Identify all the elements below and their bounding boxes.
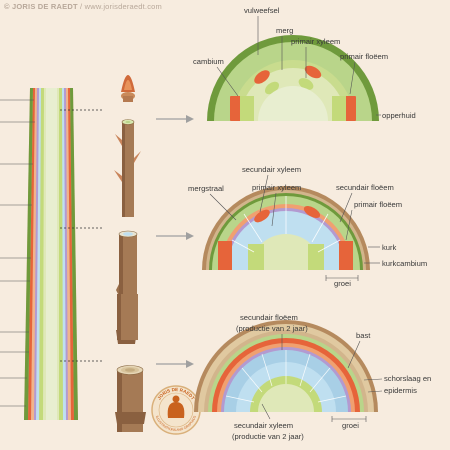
strip-section-markers <box>60 109 104 362</box>
credit-line: © JORIS DE RAEDT / www.jorisderaedt.com <box>4 2 162 11</box>
longitudinal-section <box>24 88 78 420</box>
secondary-leaders <box>209 174 380 281</box>
mature-leaders <box>261 334 383 422</box>
strip-leader-lines <box>0 99 35 407</box>
primary-cross-section <box>207 35 379 121</box>
label-primair-floeem: primair floëem <box>340 52 388 61</box>
primary-leaders <box>216 16 381 116</box>
label-opperhuid: opperhuid <box>382 111 416 120</box>
phloem-bundle-upper-right <box>304 65 322 79</box>
phloem-bundle-right <box>339 241 353 270</box>
label-secundair-xyleem: secundair xyleem <box>242 165 301 174</box>
label-productie-floeem: (productie van 2 jaar) <box>236 324 308 333</box>
label-merg: merg <box>276 26 293 35</box>
credit-site: / www.jorisderaedt.com <box>77 2 162 11</box>
label-mergstraal: mergstraal <box>188 184 224 193</box>
label-vulweefsel: vulweefsel <box>244 6 280 15</box>
mature-labels: secundair floëem (productie van 2 jaar) … <box>232 313 431 441</box>
joris-stamp: JORIS DE RAEDT ILLUSTRATIONS AND GRAPHIC… <box>151 385 201 435</box>
label-primair-xyleem: primair xyleem <box>252 183 301 192</box>
label-productie-xyleem: (productie van 2 jaar) <box>232 432 304 441</box>
label-primair-xyleem: primair xyleem <box>291 37 340 46</box>
secondary-cross-section <box>202 186 370 270</box>
mature-cross-section <box>194 320 378 412</box>
stem-development <box>114 75 146 432</box>
label-secundair-floeem: secundair floëem <box>240 313 298 322</box>
label-groei: groei <box>342 421 359 430</box>
phloem-bundle-left <box>218 241 232 270</box>
label-bast: bast <box>356 331 371 340</box>
phloem-bundle-left <box>230 96 242 121</box>
label-groei: groei <box>334 279 351 288</box>
label-schorslaag: schorslaag en <box>384 374 431 383</box>
label-kurk: kurk <box>382 243 397 252</box>
label-kurkcambium: kurkcambium <box>382 259 427 268</box>
label-primair-floeem: primair floëem <box>354 200 402 209</box>
label-secundair-floeem: secundair floëem <box>336 183 394 192</box>
phloem-bundle-right <box>344 96 356 121</box>
label-secundair-xyleem: secundair xyleem <box>234 421 293 430</box>
primary-labels: vulweefsel merg primair xyleem cambium p… <box>193 6 416 120</box>
secondary-labels: secundair xyleem mergstraal primair xyle… <box>188 165 427 288</box>
label-cambium: cambium <box>193 57 224 66</box>
label-epidermis: epidermis <box>384 386 417 395</box>
credit-author: © JORIS DE RAEDT <box>4 2 78 11</box>
phloem-bundle-upper-left <box>254 70 270 84</box>
section-arrows <box>156 115 194 368</box>
